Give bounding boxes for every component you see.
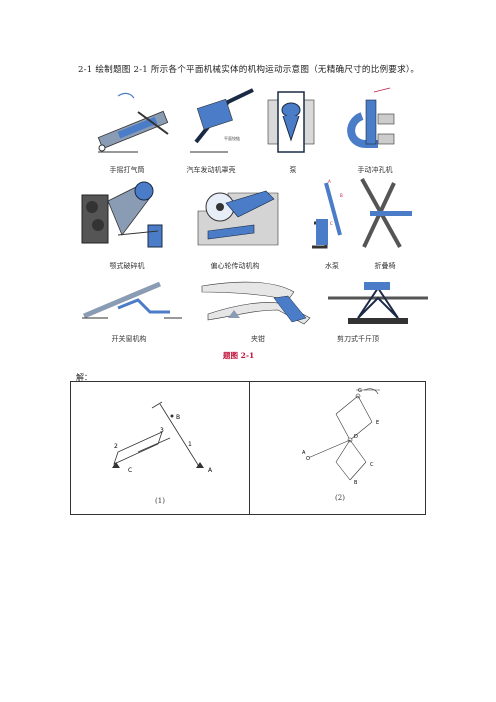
water-pump-drawing: A B C bbox=[312, 179, 343, 249]
caption-pump: 泵 bbox=[289, 166, 297, 174]
caption-jaw-crusher: 颚式破碎机 bbox=[109, 262, 145, 270]
caption-folding-chair: 折叠椅 bbox=[374, 262, 396, 270]
answer-1-label: (1) bbox=[155, 497, 165, 505]
answer-divider bbox=[249, 381, 250, 515]
answer-2-point-c: C bbox=[370, 462, 374, 468]
answer-1-label-2: 2 bbox=[114, 443, 118, 450]
window-mechanism-drawing bbox=[82, 281, 182, 319]
caption-hand-punch: 手动冲孔机 bbox=[357, 166, 393, 174]
answer-1-label-1: 1 bbox=[188, 441, 192, 448]
water-pump-label-b: B bbox=[340, 193, 343, 198]
folding-chair-drawing bbox=[360, 178, 412, 248]
figure-row-3 bbox=[82, 281, 428, 325]
jaw-crusher-drawing bbox=[81, 181, 163, 248]
scissor-jack-drawing bbox=[328, 282, 428, 324]
answer-2-point-b: B bbox=[354, 480, 358, 486]
answer-2-diagram: G A D E B C bbox=[302, 388, 380, 486]
caption-hand-air-pump: 手摇打气筒 bbox=[109, 166, 145, 174]
eccentric-drive-drawing bbox=[197, 190, 279, 246]
hand-punch-drawing bbox=[347, 87, 395, 148]
answer-2-point-d: D bbox=[354, 434, 358, 440]
answer-2-point-g: G bbox=[358, 388, 362, 394]
answer-1-label-3: 3 bbox=[160, 427, 164, 434]
engine-hood-drawing: 平面铰链 bbox=[190, 88, 254, 153]
answer-1-point-c: C bbox=[128, 467, 132, 474]
water-pump-label-c: C bbox=[330, 221, 333, 226]
figure-title: 题图 2-1 bbox=[223, 351, 255, 360]
answer-2-label: (2) bbox=[335, 494, 345, 502]
answer-1-point-b: B bbox=[176, 414, 180, 421]
answer-1-diagram: B 3 2 1 C A bbox=[112, 401, 213, 474]
figure-row-1: 平面铰链 bbox=[97, 87, 395, 153]
solution-label: 解： bbox=[76, 373, 92, 382]
caption-pliers: 夹钳 bbox=[251, 335, 265, 343]
water-pump-label-a: A bbox=[328, 179, 331, 184]
caption-scissor-jack: 剪刀式千斤顶 bbox=[337, 335, 379, 343]
pliers-drawing bbox=[201, 281, 311, 325]
caption-engine-hood: 汽车发动机罩壳 bbox=[186, 166, 236, 174]
caption-window-mechanism: 开关窗机构 bbox=[111, 335, 147, 343]
pump-drawing bbox=[267, 91, 315, 153]
figure-row-2: A B C bbox=[81, 178, 412, 249]
caption-water-pump: 水泵 bbox=[325, 262, 339, 270]
engine-hood-note: 平面铰链 bbox=[224, 135, 240, 141]
answer-2-point-e: E bbox=[376, 420, 379, 426]
caption-eccentric-drive: 偏心轮传动机构 bbox=[210, 262, 260, 270]
answer-2-point-a: A bbox=[302, 450, 306, 456]
problem-heading: 2-1 绘制题图 2-1 所示各个平面机械实体的机构运动示意图（无精确尺寸的比例… bbox=[78, 65, 420, 75]
answer-1-point-a: A bbox=[208, 467, 213, 474]
answer-table bbox=[70, 381, 426, 515]
hand-air-pump-drawing bbox=[97, 92, 169, 153]
